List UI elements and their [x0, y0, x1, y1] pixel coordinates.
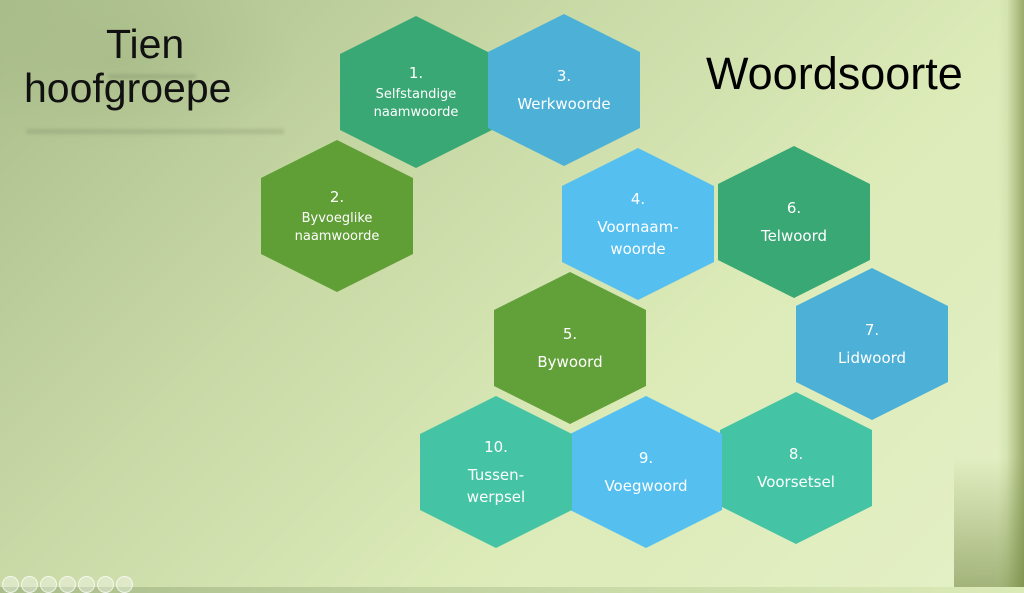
slide-nav-dots[interactable] — [2, 576, 133, 593]
hexagon-7: 7. Lidwoord — [796, 268, 948, 420]
hexagon-9: 9. Voegwoord — [570, 396, 722, 548]
hexagon-4: 4. Voornaam- woorde — [562, 148, 714, 300]
nav-dot[interactable] — [2, 576, 19, 593]
hexagon-2: 2. Byvoeglike naamwoorde — [261, 140, 413, 292]
nav-dot[interactable] — [116, 576, 133, 593]
hex-label: Lidwoord — [837, 349, 907, 367]
hex-label: Tussen- werpsel — [466, 466, 526, 506]
ghost-reflection — [108, 74, 196, 79]
ghost-reflection — [26, 129, 284, 134]
corner-shade — [954, 457, 1024, 587]
hex-label: Selfstandige naamwoorde — [373, 87, 459, 120]
hex-number: 1. — [408, 64, 424, 82]
hex-number: 6. — [786, 199, 802, 217]
nav-dot[interactable] — [97, 576, 114, 593]
background-shade — [0, 0, 300, 150]
hexagon-5: 5. Bywoord — [494, 272, 646, 424]
hex-label: Voorsetsel — [757, 473, 835, 491]
hex-number: 9. — [638, 449, 654, 467]
hexagon-6: 6. Telwoord — [718, 146, 870, 298]
hex-number: 3. — [556, 67, 572, 85]
hex-label: Bywoord — [537, 353, 603, 371]
hexagon-1: 1. Selfstandige naamwoorde — [340, 16, 492, 168]
nav-dot[interactable] — [59, 576, 76, 593]
hex-label: Werkwoorde — [517, 95, 611, 113]
hex-number: 8. — [788, 445, 804, 463]
slide-heading-right: Woordsoorte — [706, 48, 963, 99]
hex-number: 10. — [484, 438, 508, 456]
hexagon-8: 8. Voorsetsel — [720, 392, 872, 544]
nav-dot[interactable] — [40, 576, 57, 593]
hex-label: Byvoeglike naamwoorde — [294, 211, 380, 244]
hex-number: 2. — [329, 188, 345, 206]
hexagon-3: 3. Werkwoorde — [488, 14, 640, 166]
hex-number: 7. — [864, 321, 880, 339]
nav-dot[interactable] — [78, 576, 95, 593]
heading-line-1: Tien — [106, 21, 185, 67]
hex-label: Voegwoord — [604, 477, 688, 495]
nav-dot[interactable] — [21, 576, 38, 593]
heading-line-2: hoofgroepe — [24, 65, 232, 111]
hexagon-10: 10. Tussen- werpsel — [420, 396, 572, 548]
hex-number: 4. — [630, 190, 646, 208]
hex-label: Telwoord — [760, 227, 828, 245]
slide-heading-left: Tien hoofgroepe — [24, 22, 294, 110]
hex-label: Voornaam- woorde — [597, 218, 679, 258]
hex-number: 5. — [562, 325, 578, 343]
